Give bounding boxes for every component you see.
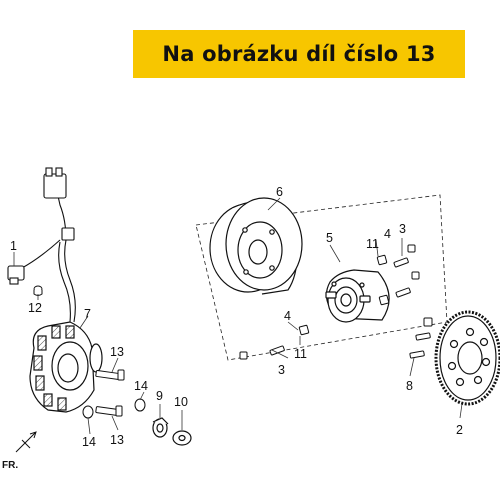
callout-8: 8	[406, 379, 413, 393]
front-direction-label: FR.	[2, 460, 18, 471]
pulser-sensor-part	[7, 265, 25, 285]
callout-11-upper: 11	[366, 237, 379, 251]
ring-gear-part	[434, 310, 500, 406]
flywheel-part	[209, 197, 303, 295]
dowel-pin-14-upper	[134, 398, 146, 412]
callout-6: 6	[276, 185, 283, 199]
starter-clutch-part	[325, 269, 390, 323]
bolt-13-upper	[95, 369, 125, 381]
dowel-pin-14-lower	[82, 405, 94, 419]
callout-11-lower: 11	[294, 347, 307, 361]
part-number-banner: Na obrázku díl číslo 13	[133, 30, 465, 78]
callout-10: 10	[174, 395, 188, 409]
banner-text: Na obrázku díl číslo 13	[162, 42, 436, 66]
callout-12: 12	[28, 301, 42, 315]
callout-1: 1	[10, 239, 17, 253]
callout-14-upper: 14	[134, 379, 148, 393]
bolt-13-lower	[95, 405, 123, 417]
callout-13-lower: 13	[110, 433, 124, 447]
callout-9: 9	[156, 389, 163, 403]
front-direction-arrow-icon	[15, 431, 37, 453]
callout-4-upper: 4	[384, 227, 391, 241]
wiring-harness	[21, 195, 76, 323]
callout-13-upper: 13	[110, 345, 124, 359]
small-hardware	[239, 244, 433, 360]
washer-part	[172, 430, 192, 446]
callout-4-lower: 4	[284, 309, 291, 323]
callout-2: 2	[456, 423, 463, 437]
connector-plug	[43, 167, 75, 241]
callout-3-lower: 3	[278, 363, 285, 377]
leader-lines	[13, 197, 463, 435]
callout-3-upper: 3	[399, 222, 406, 236]
stator-part	[29, 321, 103, 413]
callout-14-lower: 14	[82, 435, 96, 449]
callout-7: 7	[84, 307, 91, 321]
callout-5: 5	[326, 231, 333, 245]
nut-part	[152, 417, 169, 438]
